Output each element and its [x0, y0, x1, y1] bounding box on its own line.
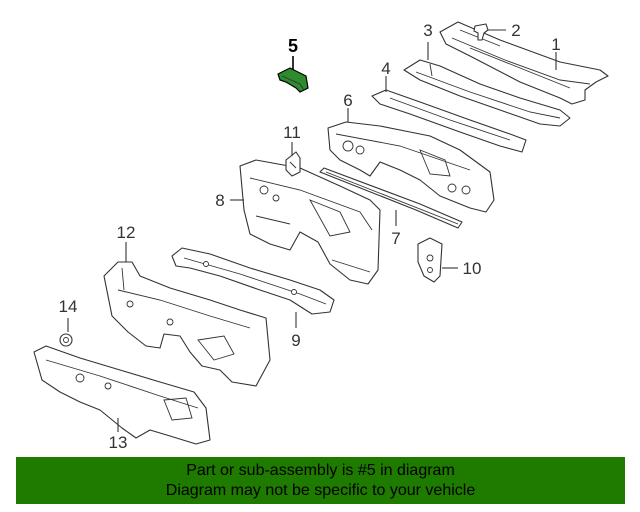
parts-diagram: 1 2 3 4 5 6 7 8 9 10 11 12 13 14	[33, 21, 609, 452]
callout-numbers: 1 2 3 4 5 6 7 8 9 10 11 12 13 14	[59, 21, 561, 452]
part-14-grommet	[59, 333, 73, 347]
callout-3: 3	[423, 21, 432, 40]
part-2-clip	[473, 23, 489, 41]
callout-4: 4	[381, 59, 390, 78]
part-6-dash-panel-upper	[327, 121, 495, 213]
callout-6: 6	[343, 91, 352, 110]
part-9-floor-rail	[171, 247, 335, 315]
callout-1: 1	[551, 35, 560, 54]
callout-7: 7	[391, 229, 400, 248]
banner-line-2: Diagram may not be specific to your vehi…	[165, 482, 476, 499]
callout-9: 9	[291, 331, 300, 350]
callout-12: 12	[117, 223, 136, 242]
part-12-dash-silencer	[103, 261, 271, 387]
part-11-brace	[285, 151, 301, 177]
callout-5: 5	[288, 36, 298, 56]
part-10-bracket	[417, 237, 443, 283]
part-13-insulator	[33, 345, 211, 445]
callout-8: 8	[215, 191, 224, 210]
part-4-reinforcement	[371, 89, 527, 153]
callout-10: 10	[463, 259, 482, 278]
callout-11: 11	[283, 123, 301, 142]
callout-13: 13	[109, 433, 128, 452]
callout-2: 2	[511, 21, 520, 40]
part-7-crossmember	[319, 167, 463, 229]
banner-line-1: Part or sub-assembly is #5 in diagram	[186, 462, 455, 479]
part-5-bracket-highlighted	[277, 67, 309, 93]
part-8-dash-panel	[239, 159, 381, 285]
part-3-cowl-top	[403, 59, 571, 127]
callout-14: 14	[59, 297, 78, 316]
leader-lines	[67, 29, 557, 432]
info-banner: Part or sub-assembly is #5 in diagram Di…	[16, 457, 625, 504]
